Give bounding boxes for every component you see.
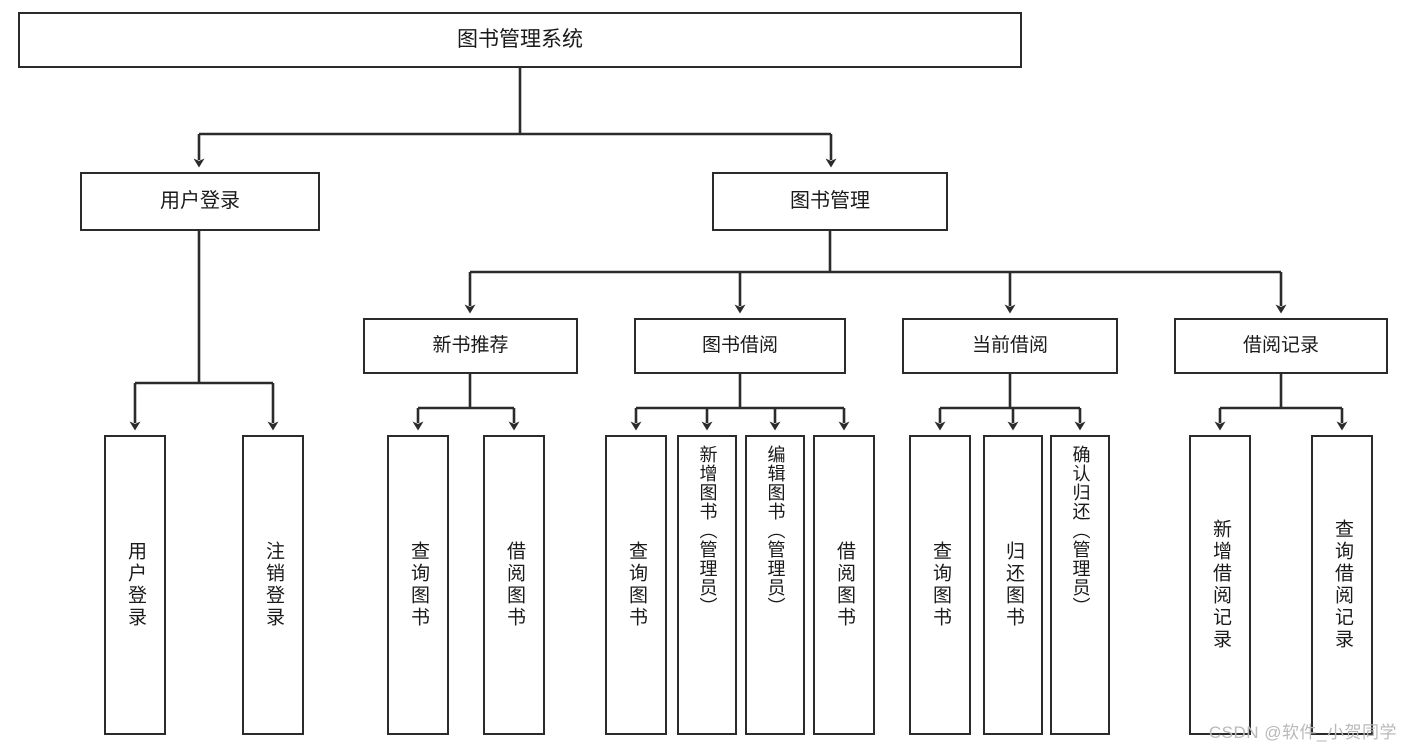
edges-records-to-leaves bbox=[1214, 374, 1348, 431]
node-label: 查询图书 bbox=[929, 541, 951, 629]
node-leaf-query-borrow-record[interactable]: 查询借阅记录 bbox=[1311, 435, 1373, 735]
node-label: 查询图书 bbox=[625, 541, 647, 629]
edges-root-to-level2 bbox=[193, 68, 837, 168]
edges-bookmgmt-to-level3 bbox=[464, 231, 1287, 314]
node-label: 编辑图书（管理员） bbox=[765, 445, 786, 616]
node-label: 借阅记录 bbox=[1242, 334, 1319, 356]
node-leaf-logout[interactable]: 注销登录 bbox=[242, 435, 304, 735]
node-book-borrow[interactable]: 图书借阅 bbox=[634, 318, 846, 374]
node-borrow-records[interactable]: 借阅记录 bbox=[1174, 318, 1388, 374]
node-root-system[interactable]: 图书管理系统 bbox=[18, 12, 1022, 68]
node-leaf-user-login[interactable]: 用户登录 bbox=[104, 435, 166, 735]
node-current-borrow[interactable]: 当前借阅 bbox=[902, 318, 1118, 374]
node-leaf-query-book-current[interactable]: 查询图书 bbox=[909, 435, 971, 735]
node-label: 当前借阅 bbox=[971, 334, 1048, 356]
node-leaf-add-borrow-record[interactable]: 新增借阅记录 bbox=[1189, 435, 1251, 735]
node-leaf-confirm-return-admin[interactable]: 确认归还（管理员） bbox=[1050, 435, 1110, 735]
node-label: 归还图书 bbox=[1002, 541, 1024, 629]
node-new-book-recommend[interactable]: 新书推荐 bbox=[363, 318, 578, 374]
node-label: 新增借阅记录 bbox=[1209, 519, 1231, 651]
edges-borrow-to-leaves bbox=[630, 374, 850, 431]
node-label: 图书管理系统 bbox=[457, 27, 583, 51]
node-label: 查询图书 bbox=[407, 541, 429, 629]
node-label: 用户登录 bbox=[160, 189, 240, 212]
node-label: 新书推荐 bbox=[432, 334, 509, 356]
node-label: 注销登录 bbox=[262, 541, 284, 629]
node-label: 借阅图书 bbox=[503, 541, 525, 629]
node-user-login[interactable]: 用户登录 bbox=[80, 172, 320, 231]
edges-current-to-leaves bbox=[934, 374, 1086, 431]
node-label: 借阅图书 bbox=[833, 541, 855, 629]
node-label: 新增图书（管理员） bbox=[697, 445, 718, 616]
node-book-management[interactable]: 图书管理 bbox=[712, 172, 948, 231]
node-label: 确认归还（管理员） bbox=[1070, 445, 1091, 616]
watermark-text: CSDN @软件_小贺同学 bbox=[1208, 723, 1397, 742]
node-leaf-edit-book-admin[interactable]: 编辑图书（管理员） bbox=[745, 435, 805, 735]
node-leaf-query-book-recommend[interactable]: 查询图书 bbox=[387, 435, 449, 735]
edges-newbook-to-leaves bbox=[412, 374, 520, 431]
node-label: 图书借阅 bbox=[701, 334, 778, 356]
node-leaf-add-book-admin[interactable]: 新增图书（管理员） bbox=[677, 435, 737, 735]
node-leaf-borrow-book[interactable]: 借阅图书 bbox=[813, 435, 875, 735]
node-leaf-return-book[interactable]: 归还图书 bbox=[983, 435, 1043, 735]
node-label: 图书管理 bbox=[790, 189, 870, 212]
edges-userlogin-to-leaves bbox=[129, 231, 279, 431]
node-label: 查询借阅记录 bbox=[1331, 519, 1353, 651]
node-leaf-borrow-book-recommend[interactable]: 借阅图书 bbox=[483, 435, 545, 735]
node-label: 用户登录 bbox=[124, 541, 146, 629]
node-leaf-query-book-borrow[interactable]: 查询图书 bbox=[605, 435, 667, 735]
